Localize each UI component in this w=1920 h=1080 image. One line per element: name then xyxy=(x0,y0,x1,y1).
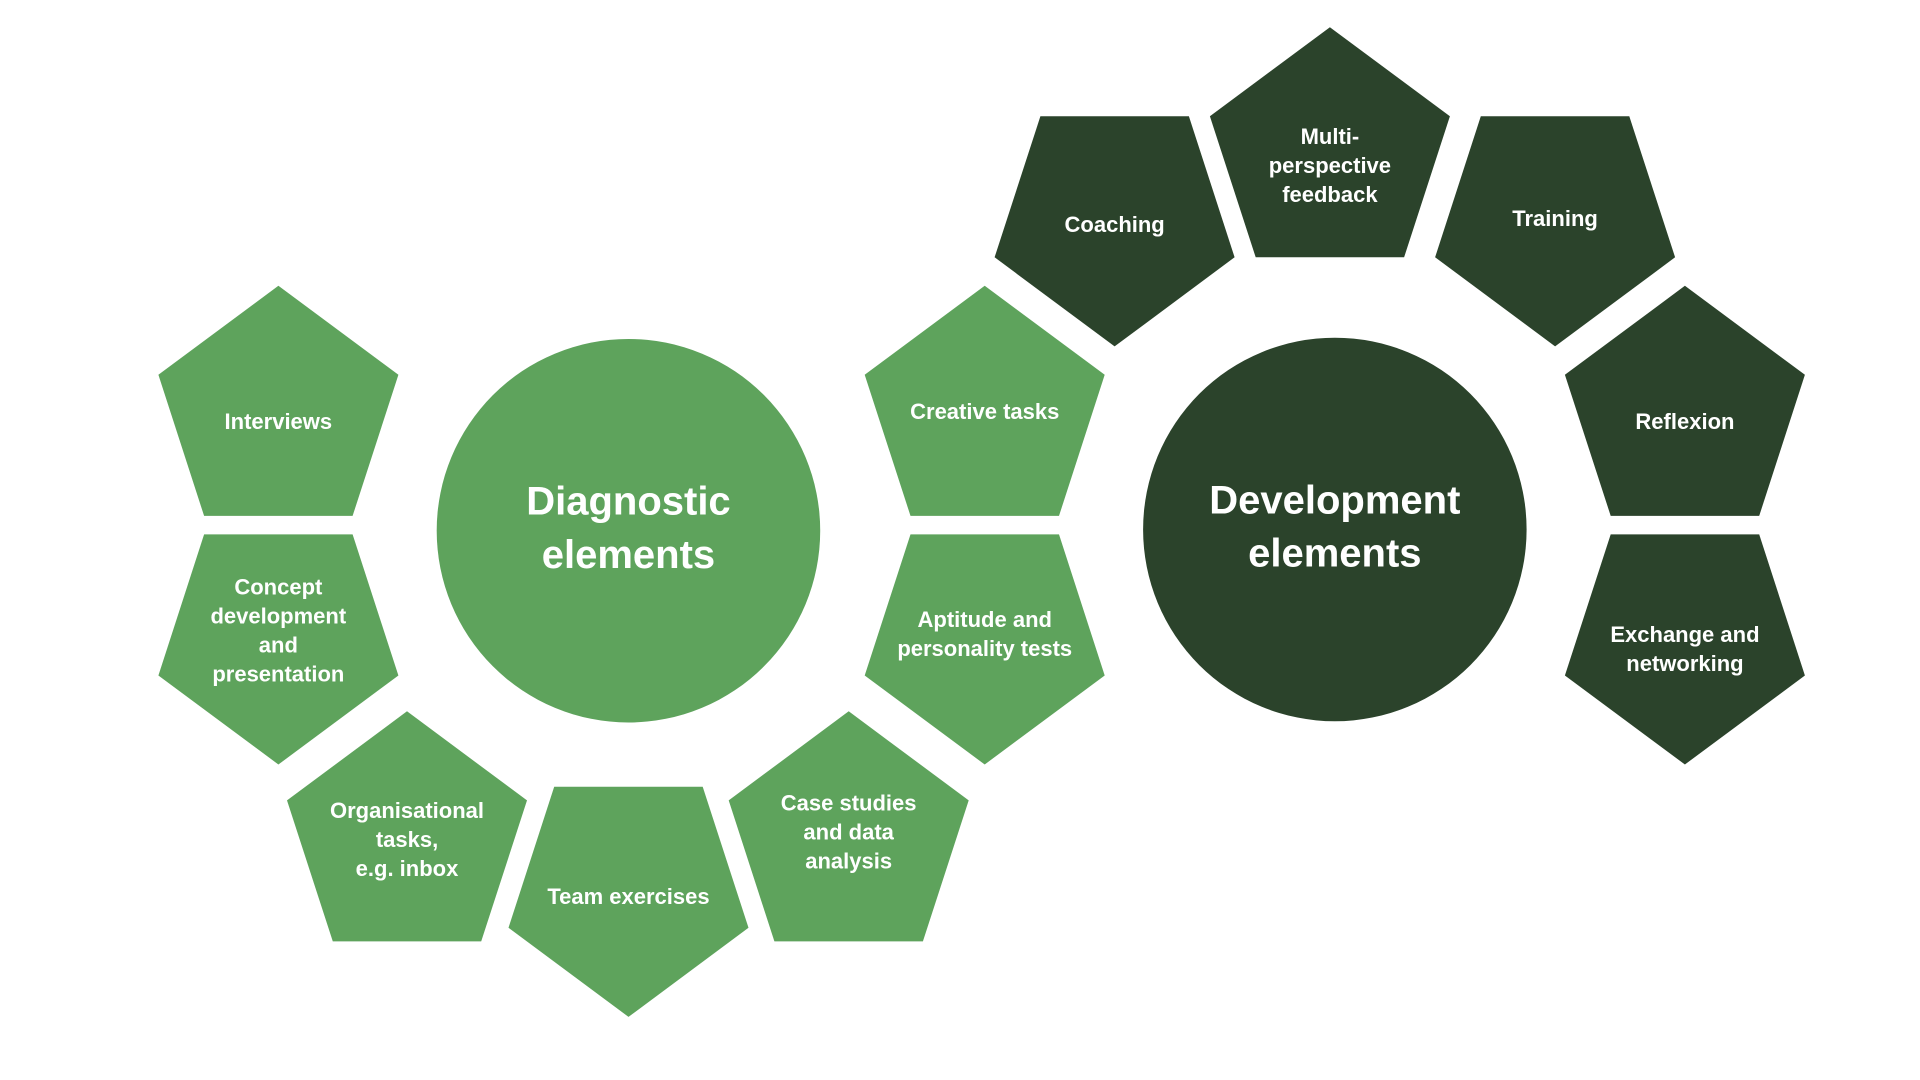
development-item-label-line: Reflexion xyxy=(1635,409,1734,434)
development-item-label-line: Training xyxy=(1512,206,1598,231)
development-item-reflexion: Reflexion xyxy=(1564,285,1805,516)
diagnostic-hub-circle xyxy=(436,338,821,723)
development-pentagon xyxy=(1209,27,1450,258)
development-item-label-line: Exchange and xyxy=(1610,622,1759,647)
diagnostic-item-label-line: Case studies xyxy=(781,791,917,816)
diagnostic-hub: Diagnostic elements xyxy=(436,338,821,723)
development-item-coaching: Coaching xyxy=(994,116,1235,347)
diagnostic-pentagon xyxy=(158,534,399,765)
development-item-multi-perspective-feedback: Multi-perspective feedback xyxy=(1209,27,1450,258)
diagnostic-hub-title-line: Diagnostic xyxy=(526,480,730,524)
diagnostic-item-label: Creative tasks xyxy=(910,399,1059,424)
diagnostic-item-aptitude-and-personality-tests: Aptitude and personality tests xyxy=(864,534,1105,765)
development-item-label: Training xyxy=(1512,206,1598,231)
diagnostic-item-label-line: Organisational xyxy=(330,798,484,823)
diagnostic-item-label-line: development xyxy=(210,603,346,628)
diagnostic-item-team-exercises: Team exercises xyxy=(508,786,749,1017)
development-item-label-line: Coaching xyxy=(1065,212,1165,237)
diagnostic-item-label-line: and data xyxy=(803,820,894,845)
development-item-label: Exchange and networking xyxy=(1610,622,1759,676)
diagnostic-item-label: Concept development and presentation xyxy=(210,574,346,686)
development-hub-title-line: Development xyxy=(1209,478,1460,522)
development-item-exchange-and-networking: Exchange and networking xyxy=(1564,534,1805,765)
diagnostic-item-interviews: Interviews xyxy=(158,285,399,516)
diagnostic-hub-title: Diagnostic elements xyxy=(526,480,730,577)
development-item-training: Training xyxy=(1435,116,1676,347)
diagnostic-item-label: Case studies and data analysis xyxy=(781,791,917,874)
diagnostic-item-label-line: presentation xyxy=(212,662,344,687)
diagnostic-pentagon xyxy=(864,285,1105,516)
development-item-label: Coaching xyxy=(1065,212,1165,237)
development-item-label: Multi-perspective feedback xyxy=(1269,124,1391,207)
development-item-label-line: networking xyxy=(1626,651,1743,676)
development-hub-title: Development elements xyxy=(1209,478,1460,575)
development-group: Coaching Multi-perspective feedbackTrainin… xyxy=(994,27,1805,765)
diagnostic-item-concept-development-and-presentation: Concept development and presentation xyxy=(158,534,399,765)
development-item-label-line: Multi- xyxy=(1301,124,1360,149)
diagnostic-item-label-line: Interviews xyxy=(225,409,333,434)
development-pentagon xyxy=(1564,285,1805,516)
diagnostic-item-organisational-tasks-e-g-inbox: Organisational tasks, e.g. inbox xyxy=(287,711,527,942)
diagnostic-hub-title-line: elements xyxy=(542,533,715,577)
diagnostic-item-label-line: Creative tasks xyxy=(910,399,1059,424)
diagnostic-item-label: Team exercises xyxy=(547,884,709,909)
development-hub-circle xyxy=(1143,337,1527,722)
development-item-label: Reflexion xyxy=(1635,409,1734,434)
diagnostic-item-label-line: and xyxy=(259,633,298,658)
diagnostic-pentagon xyxy=(287,711,527,942)
diagnostic-pentagon xyxy=(864,534,1105,765)
development-item-label-line: feedback xyxy=(1282,182,1378,207)
diagnostic-pentagon xyxy=(158,285,399,516)
diagnostic-item-label-line: Team exercises xyxy=(547,884,709,909)
diagnostic-item-label: Organisational tasks, e.g. inbox xyxy=(330,798,484,881)
diagnostic-pentagon xyxy=(728,711,969,942)
diagnostic-item-case-studies-and-data-analysis: Case studies and data analysis xyxy=(728,711,969,942)
diagnostic-item-label: Interviews xyxy=(225,409,333,434)
diagnostic-item-label-line: Aptitude and xyxy=(918,607,1052,632)
diagnostic-item-label-line: Concept xyxy=(234,574,323,599)
development-item-label-line: perspective xyxy=(1269,153,1391,178)
diagnostic-item-label: Aptitude and personality tests xyxy=(897,607,1072,661)
development-pentagon xyxy=(1435,116,1676,347)
development-hub-title-line: elements xyxy=(1248,532,1421,576)
diagnostic-item-label-line: tasks, xyxy=(376,827,438,852)
diagnostic-item-label-line: personality tests xyxy=(897,636,1072,661)
diagnostic-item-label-line: analysis xyxy=(805,849,892,874)
diagnostic-item-label-line: e.g. inbox xyxy=(356,856,459,881)
development-pentagon xyxy=(994,116,1235,347)
development-hub: Development elements xyxy=(1143,337,1527,722)
diagnostic-item-creative-tasks: Creative tasks xyxy=(864,285,1105,516)
diagnostic-pentagon xyxy=(508,786,749,1017)
development-pentagon xyxy=(1564,534,1805,765)
